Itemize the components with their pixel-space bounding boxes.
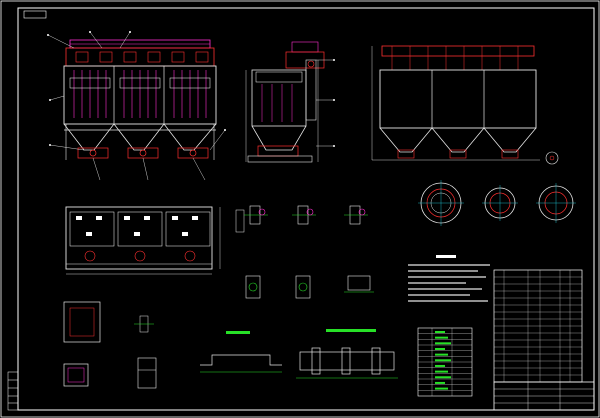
rear-elevation-view [371, 45, 540, 161]
parts-list-entry [435, 331, 445, 333]
technical-notes [408, 255, 490, 302]
inner-frame [17, 7, 595, 411]
parts-list-entry [435, 336, 448, 339]
corner-label-box [23, 10, 47, 19]
parts-list-entry [435, 376, 451, 379]
parts-list-entry [435, 381, 445, 384]
parts-list-entry [435, 370, 448, 373]
side-elevation-view [245, 41, 335, 163]
plan-view [65, 206, 245, 275]
parts-list-entry [435, 359, 451, 362]
title-block [493, 381, 595, 411]
parts-list [417, 269, 583, 397]
front-elevation-view [47, 31, 226, 181]
flange-details [418, 151, 576, 226]
parts-list-entry [435, 387, 448, 390]
parts-list-entry [435, 342, 451, 345]
parts-list-entry [435, 353, 448, 356]
parts-list-entry [435, 364, 445, 367]
binding-strip [7, 371, 19, 411]
profile-details [200, 329, 398, 379]
parts-list-entry [435, 347, 445, 350]
detail-views [134, 205, 374, 333]
support-views [63, 301, 157, 389]
